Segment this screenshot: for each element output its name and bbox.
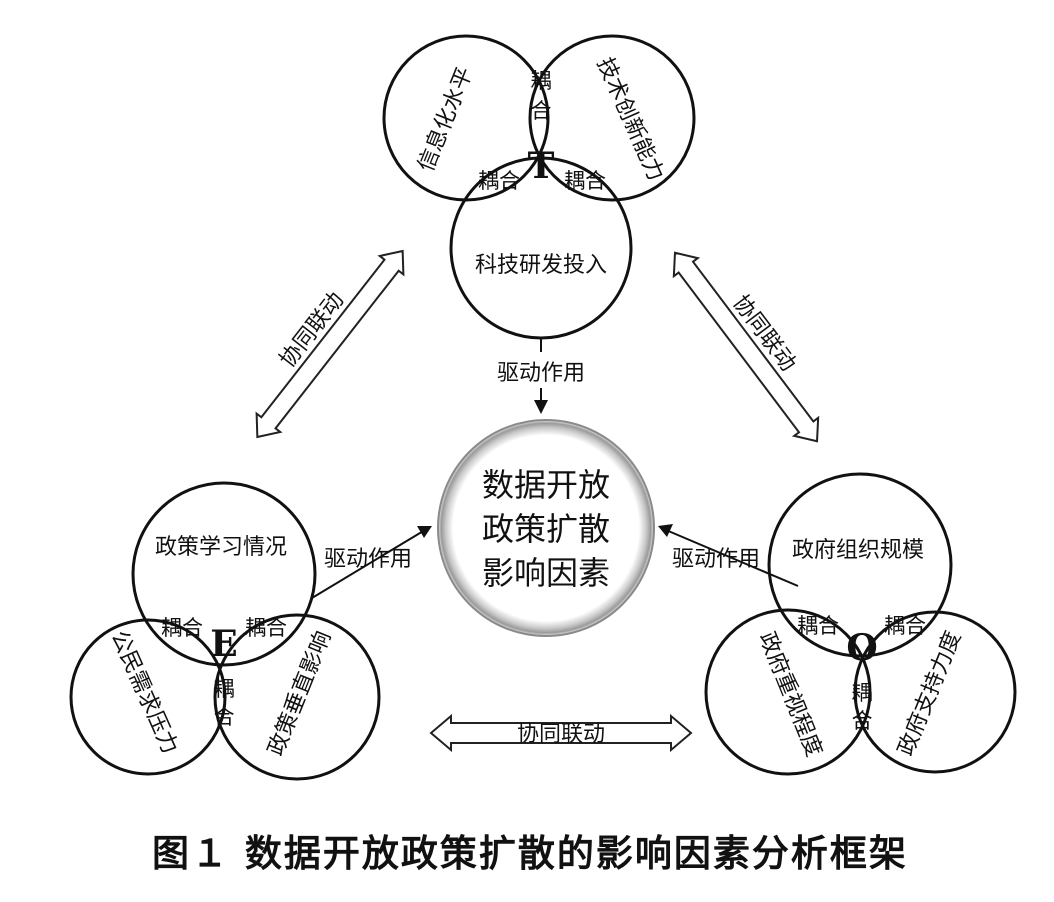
drive-right-label: 驱动作用 [672, 547, 760, 572]
coupling-label-left-bc-2: 合 [214, 705, 235, 729]
organization-group: 政府组织规模 政府重视程度 政府支持力度 耦合 耦合 耦 合 O [704, 472, 1017, 776]
sync-left-shape [255, 249, 405, 439]
label-informatization: 信息化水平 [414, 64, 478, 175]
drive-left-line [311, 529, 426, 599]
coupling-label-right-ab: 耦合 [797, 614, 839, 638]
label-rd-investment: 科技研发投入 [475, 253, 607, 278]
center-line-3: 影响因素 [482, 554, 610, 592]
drive-right-arrowhead [658, 524, 673, 537]
tech-group: 信息化水平 技术创新能力 科技研发投入 耦 合 耦合 耦合 T [382, 34, 696, 340]
coupling-label-right-bc-2: 合 [852, 709, 873, 733]
circle-gov-attention [704, 608, 872, 776]
coupling-label-right-bc-1: 耦 [852, 681, 873, 705]
label-tech-innovation: 技术创新能力 [592, 54, 669, 185]
label-gov-support: 政府支持力度 [894, 628, 967, 760]
circle-policy-learning [131, 481, 317, 667]
label-vertical-influence: 政策垂直影响 [264, 628, 337, 760]
label-policy-learning: 政策学习情况 [155, 535, 287, 560]
circle-tech-innovation [528, 34, 696, 202]
letter-t: T [528, 145, 555, 187]
center-node: 数据开放 政策扩散 影响因素 [437, 419, 655, 637]
circle-org-size [767, 472, 953, 658]
circle-informatization [382, 34, 550, 202]
label-org-size: 政府组织规模 [792, 538, 924, 563]
coupling-label-top-ab-1: 耦 [531, 69, 552, 93]
sync-arrow-left: 协同联动 [255, 249, 405, 439]
sync-bottom-label: 协同联动 [517, 722, 605, 747]
circle-gov-support [853, 610, 1017, 774]
coupling-label-top-ab-2: 合 [531, 99, 552, 123]
drive-top: 驱动作用 [497, 338, 585, 414]
center-line-2: 政策扩散 [482, 510, 610, 548]
center-circle [437, 419, 655, 637]
environment-group: 政策学习情况 公民需求压力 政策垂直影响 耦合 耦合 耦 合 E [69, 481, 381, 781]
circle-citizen-demand [69, 618, 227, 776]
sync-arrow-right: 协同联动 [672, 251, 820, 443]
drive-left-label: 驱动作用 [324, 547, 412, 572]
drive-left: 驱动作用 [311, 526, 432, 599]
figure-caption: 图１ 数据开放政策扩散的影响因素分析框架 [152, 832, 908, 875]
coupling-label-left-ac: 耦合 [245, 616, 287, 640]
coupling-label-left-bc-1: 耦 [214, 677, 235, 701]
sync-bottom-shape [429, 713, 693, 753]
coupling-label-right-ac: 耦合 [884, 614, 926, 638]
drive-right-line [665, 529, 799, 587]
circle-vertical-influence [213, 613, 381, 781]
drive-top-label: 驱动作用 [497, 361, 585, 386]
label-gov-attention: 政府重视程度 [754, 629, 827, 761]
drive-right: 驱动作用 [658, 524, 799, 587]
drive-top-arrowhead [534, 400, 548, 414]
center-line-1: 数据开放 [482, 466, 610, 504]
sync-arrow-bottom: 协同联动 [429, 713, 693, 753]
coupling-label-left-ab: 耦合 [161, 616, 203, 640]
letter-o: O [846, 627, 877, 669]
coupling-label-top-ac: 耦合 [478, 169, 520, 193]
coupling-label-top-bc: 耦合 [564, 169, 606, 193]
letter-e: E [210, 623, 237, 665]
drive-left-arrowhead [417, 526, 432, 538]
sync-right-shape [672, 251, 820, 443]
